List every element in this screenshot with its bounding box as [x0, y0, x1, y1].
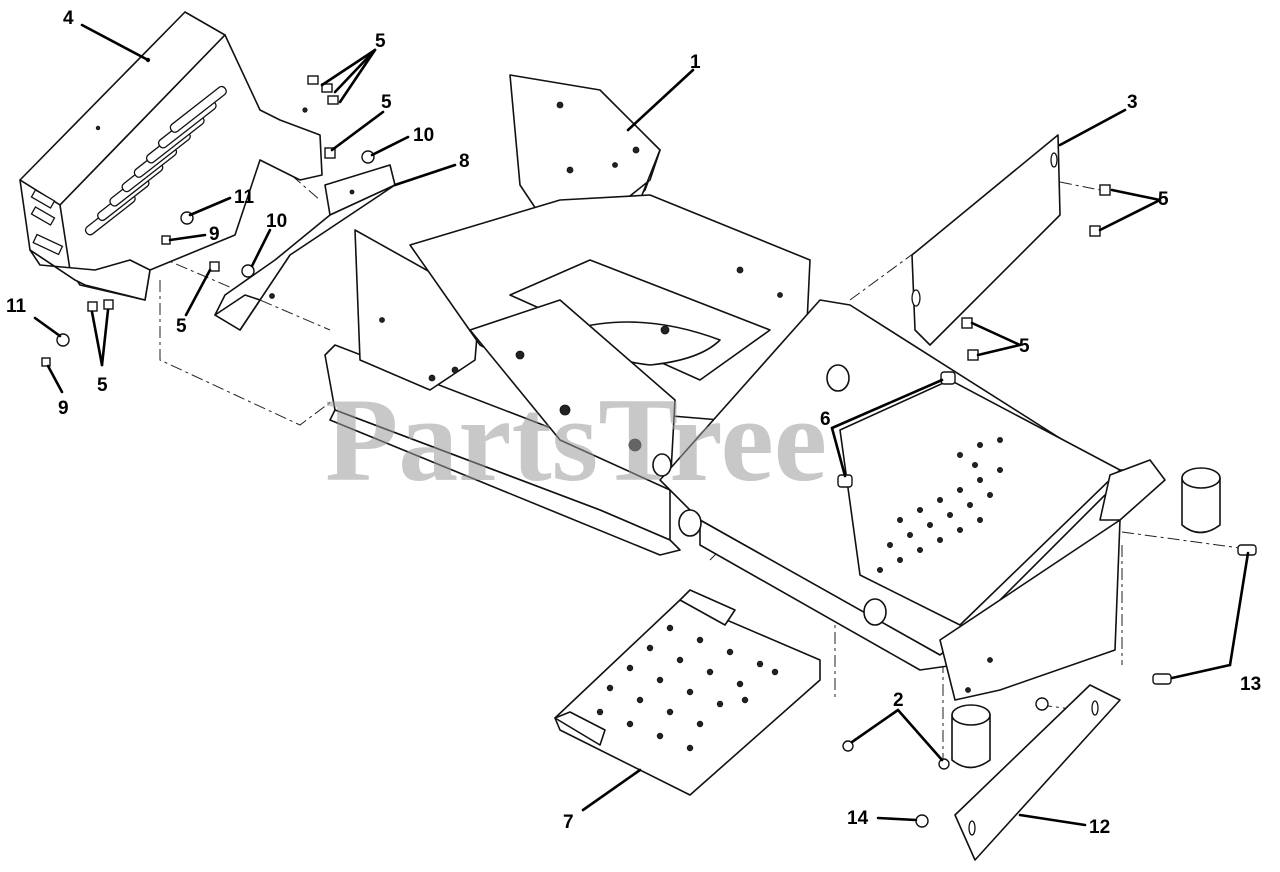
callout-13: 13 [1240, 674, 1261, 695]
floor-perforations [877, 436, 1004, 574]
callout-5-right-mid: 5 [1019, 336, 1030, 357]
pivot-tubes [951, 467, 1221, 769]
callout-12: 12 [1089, 817, 1110, 838]
callout-10-upper: 10 [413, 125, 434, 146]
callout-11-lower: 11 [6, 296, 27, 317]
watermark: PartsTree [325, 373, 827, 506]
hardware [41, 75, 1257, 828]
callout-5-right-top: 5 [1158, 189, 1169, 210]
callout-6: 6 [820, 409, 831, 430]
foot-plate-part-7 [554, 589, 821, 796]
callout-1: 1 [690, 52, 701, 73]
callout-7: 7 [563, 812, 574, 833]
plate-part-12 [954, 684, 1121, 861]
foot-plate-holes [596, 624, 779, 752]
main-frame [324, 74, 1221, 769]
callout-10-lower: 10 [266, 211, 287, 232]
callouts: 4 1 3 5 5 10 8 11 9 10 5 11 5 9 5 5 6 7 … [6, 8, 1261, 838]
frame-holes [379, 101, 993, 693]
rear-grille-cover [19, 11, 323, 301]
callout-8: 8 [459, 151, 470, 172]
callout-3: 3 [1127, 92, 1138, 113]
leader-lines [33, 23, 1250, 827]
grille-slots [84, 85, 227, 236]
callout-2: 2 [893, 690, 904, 711]
callout-5-upper: 5 [381, 92, 392, 113]
callout-11-upper: 11 [234, 187, 255, 208]
callout-5-top: 5 [375, 31, 386, 52]
callout-14: 14 [847, 808, 869, 829]
side-panel-part-3 [911, 134, 1061, 346]
callout-9-lower: 9 [58, 398, 69, 419]
callout-5-mid: 5 [176, 316, 187, 337]
callout-5-left: 5 [97, 375, 108, 396]
callout-9-upper: 9 [209, 224, 220, 245]
callout-4: 4 [63, 8, 74, 29]
